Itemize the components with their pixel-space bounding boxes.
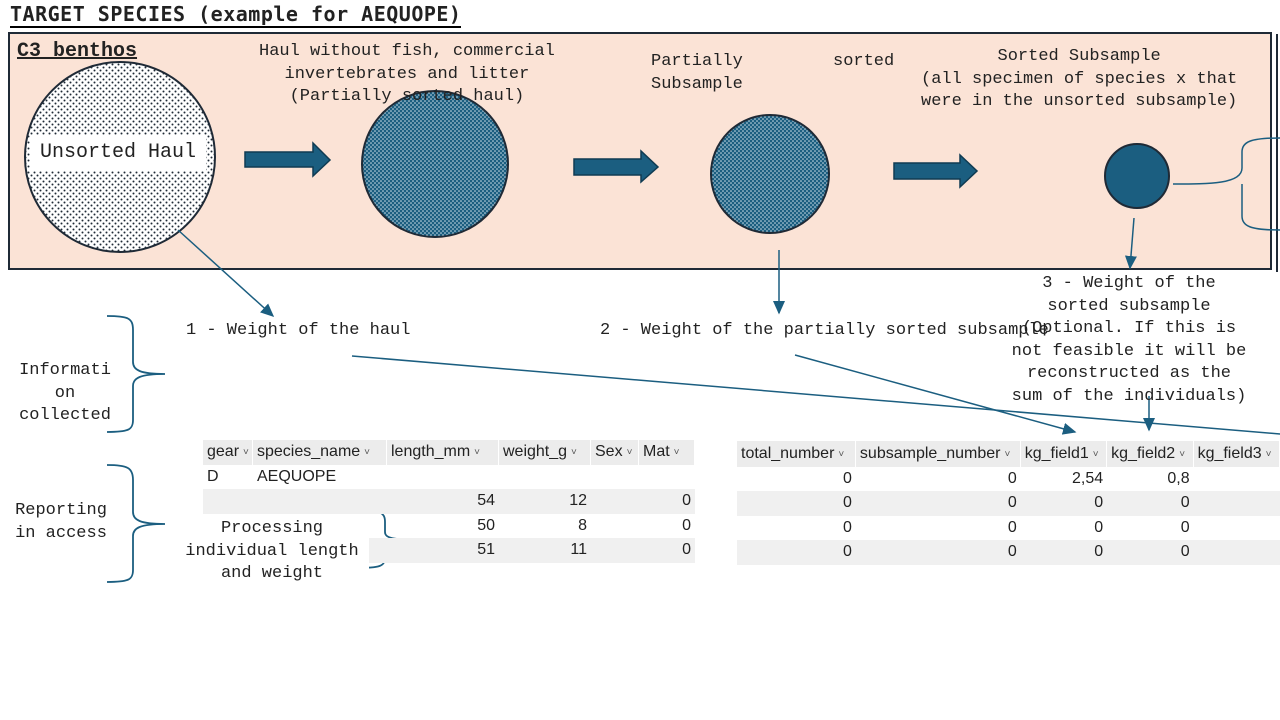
col-header[interactable]: species_name˅ xyxy=(253,440,387,466)
col-header[interactable]: weight_g˅ xyxy=(499,440,591,466)
panel-label: C3_benthos xyxy=(17,40,138,63)
table-row[interactable]: 0 0 2,54 0,8 xyxy=(843,469,1190,487)
table-header-row: total_number˅ subsample_number˅ kg_field… xyxy=(737,441,1280,468)
col-header[interactable]: subsample_number˅ xyxy=(855,441,1021,468)
table-row[interactable]: D AEQUOPE xyxy=(207,467,337,485)
c3-benthos-panel xyxy=(8,32,1272,270)
arrow-haul-to-weight xyxy=(177,229,275,318)
info-brace xyxy=(106,315,166,433)
table-row[interactable]: 0 0 0 0 xyxy=(843,518,1190,536)
reporting-brace xyxy=(106,464,166,583)
table-row[interactable]: 54 12 0 xyxy=(203,489,695,514)
haul-without-label: Haul without fish, commercial invertebra… xyxy=(259,42,555,106)
weights-table: total_number˅ subsample_number˅ kg_field… xyxy=(737,441,1280,565)
table-header-row: gear˅ species_name˅ length_mm˅ weight_g˅… xyxy=(203,440,695,466)
col-header[interactable]: kg_field1˅ xyxy=(1020,441,1108,468)
table-row[interactable]: 0 0 0 0 xyxy=(737,491,1280,516)
flow-arrow-2 xyxy=(573,149,660,184)
individuals-table: gear˅ species_name˅ length_mm˅ weight_g˅… xyxy=(203,440,695,563)
arrow-weight2-to-field1 xyxy=(794,354,1077,435)
partially-sorted-haul-circle xyxy=(361,90,509,238)
col-header[interactable]: Mat˅ xyxy=(639,440,695,466)
col-header[interactable]: kg_field2˅ xyxy=(1107,441,1194,468)
flow-arrow-3 xyxy=(893,153,979,189)
sorted-subsample-circle xyxy=(1104,143,1170,209)
col-header[interactable]: Sex˅ xyxy=(591,440,639,466)
table-row[interactable]: 0 0 0 0 xyxy=(737,540,1280,565)
weight-partial-label: 2 - Weight of the partially sorted subsa… xyxy=(600,321,1049,340)
col-header[interactable]: total_number˅ xyxy=(737,441,856,468)
arrow-sorted-to-weight xyxy=(1124,217,1137,270)
col-header[interactable]: length_mm˅ xyxy=(387,440,499,466)
col-header[interactable]: gear˅ xyxy=(203,440,253,466)
information-collected-label: Informati on collected xyxy=(19,361,111,425)
sorted-subsample-label: Sorted Subsample (all specimen of specie… xyxy=(921,47,1238,111)
col-header[interactable]: kg_field3˅ xyxy=(1193,441,1280,468)
unsorted-haul-label: Unsorted Haul xyxy=(30,135,206,171)
partially-subsample-label: Partially Subsample xyxy=(651,52,743,94)
sorted-word-label: sorted xyxy=(833,52,895,71)
reporting-label: Reporting in access xyxy=(15,501,107,543)
sorted-brace xyxy=(1172,137,1280,231)
page-title: TARGET SPECIES (example for AEQUOPE) xyxy=(10,2,462,28)
weight-haul-label: 1 - Weight of the haul xyxy=(186,321,411,340)
arrow-weight1-to-field3 xyxy=(351,355,1280,435)
table-row[interactable]: 50 8 0 xyxy=(477,516,691,534)
weight-sorted-label: 3 - Weight of the sorted subsample (Opti… xyxy=(1011,274,1247,406)
panel-edge xyxy=(1276,34,1280,272)
partially-sorted-subsample-circle xyxy=(710,114,830,234)
processing-label: Processing individual length and weight xyxy=(175,518,369,586)
flow-arrow-1 xyxy=(244,141,332,178)
